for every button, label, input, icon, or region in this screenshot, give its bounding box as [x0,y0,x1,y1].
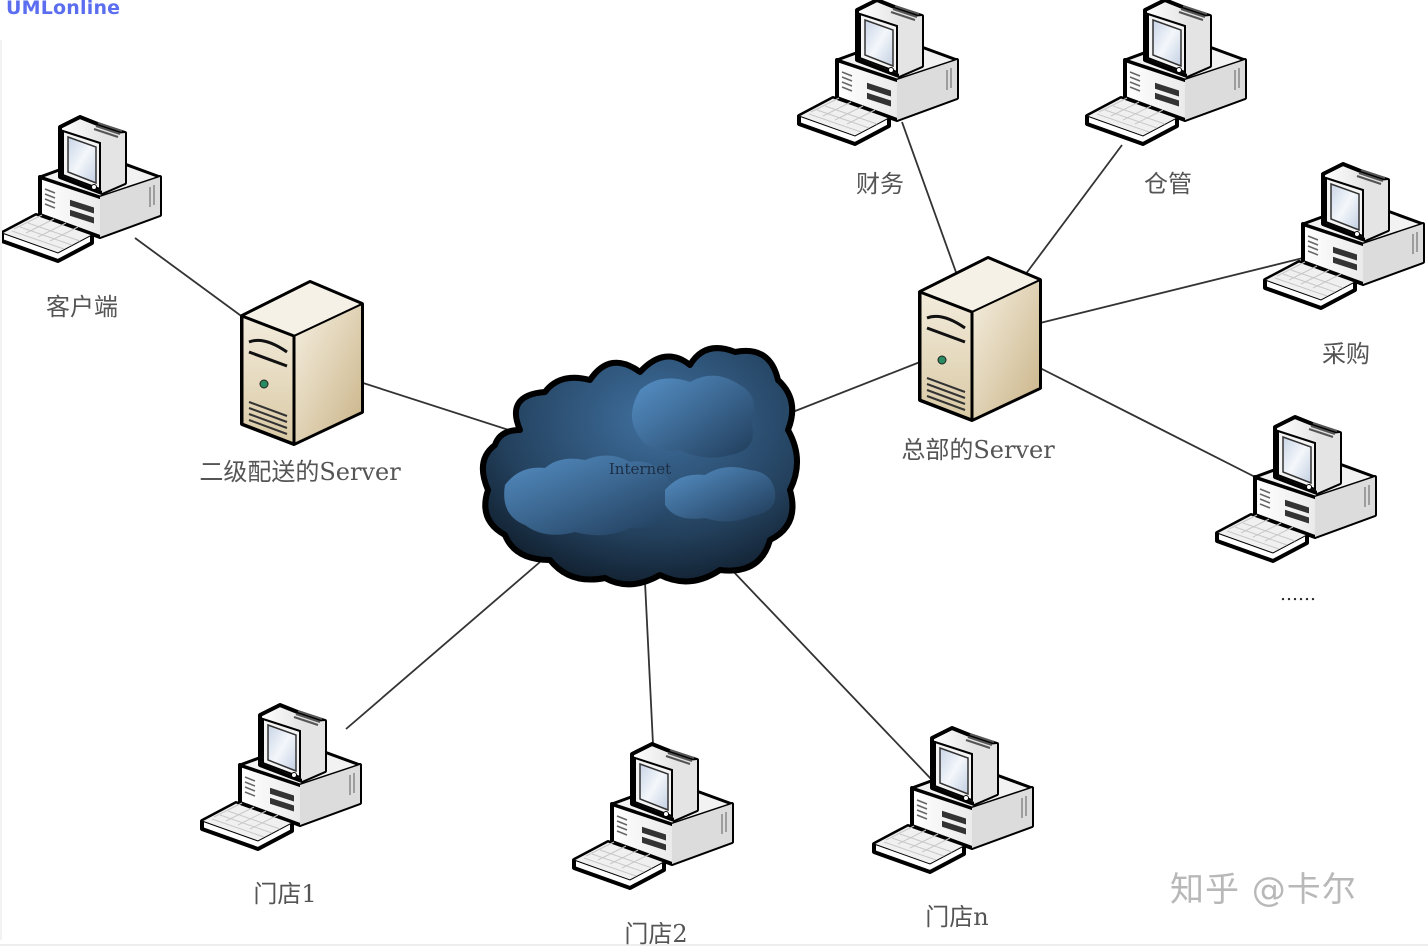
connection-lines [134,121,1304,781]
warehouse-label: 仓管 [1144,170,1192,198]
warehouse-computer-icon [1085,0,1247,146]
finance-computer-icon [797,0,959,146]
internet-label: Internet [608,460,672,478]
edge-internet-hq [784,361,921,416]
edge-client-server2 [134,237,245,319]
storen-label: 门店n [925,903,989,931]
hq-server-label: 总部的Server [901,436,1055,464]
store2-computer-icon [572,742,734,890]
edge-hq-finance [901,121,958,276]
finance-label: 财务 [856,170,904,198]
edge-hq-purchase [1039,257,1304,324]
internet-cloud-icon [479,345,801,588]
store1-computer-icon [200,703,362,851]
edge-internet-store2 [644,581,654,745]
edge-hq-warehouse [1024,144,1123,276]
edge-hq-more [1039,367,1266,483]
more-computer-icon [1215,415,1377,563]
edge-internet-store1 [345,561,541,730]
hq-server-icon [918,256,1042,422]
edge-server2-internet [359,381,516,433]
bottom-border [0,944,1428,946]
purchase-computer-icon [1263,162,1425,310]
server2-label: 二级配送的Server [199,458,401,486]
storen-computer-icon [872,726,1034,874]
more-label: …… [1280,584,1316,605]
purchase-label: 采购 [1322,340,1370,368]
zhihu-watermark: 知乎 @卡尔 [1170,870,1357,910]
edge-internet-storen [729,567,933,781]
store2-label: 门店2 [624,920,688,948]
store1-label: 门店1 [253,880,317,908]
server2-server-icon [240,280,364,446]
client-label: 客户端 [46,293,118,321]
brand-logo: UMLonline [6,0,121,19]
left-border [0,40,2,940]
